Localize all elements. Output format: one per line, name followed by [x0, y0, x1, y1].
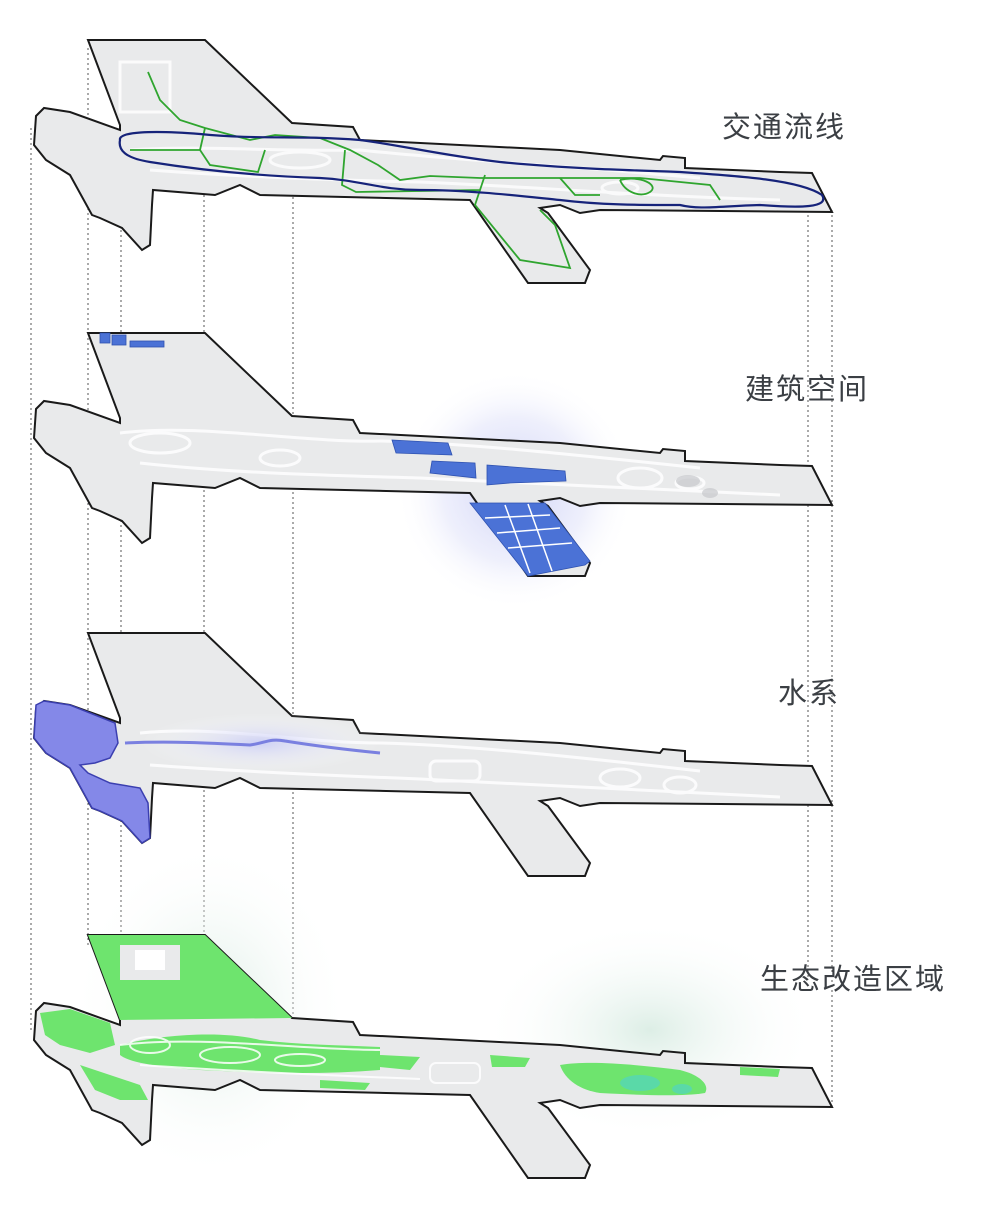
label-circulation: 交通流线 — [722, 110, 847, 144]
label-ecology: 生态改造区域 — [760, 962, 947, 996]
green-path-network — [130, 71, 721, 270]
layer-buildings — [33, 332, 833, 610]
label-buildings: 建筑空间 — [745, 372, 870, 406]
label-water: 水系 — [778, 676, 841, 710]
layer-water — [33, 632, 833, 877]
water-body — [33, 700, 151, 844]
eco-patches — [40, 1009, 780, 1100]
layer-circulation — [33, 39, 833, 284]
building-blocks — [99, 332, 591, 577]
main-loop-road — [118, 130, 825, 209]
water-channel — [124, 738, 381, 755]
layer-ecology — [33, 840, 833, 1180]
